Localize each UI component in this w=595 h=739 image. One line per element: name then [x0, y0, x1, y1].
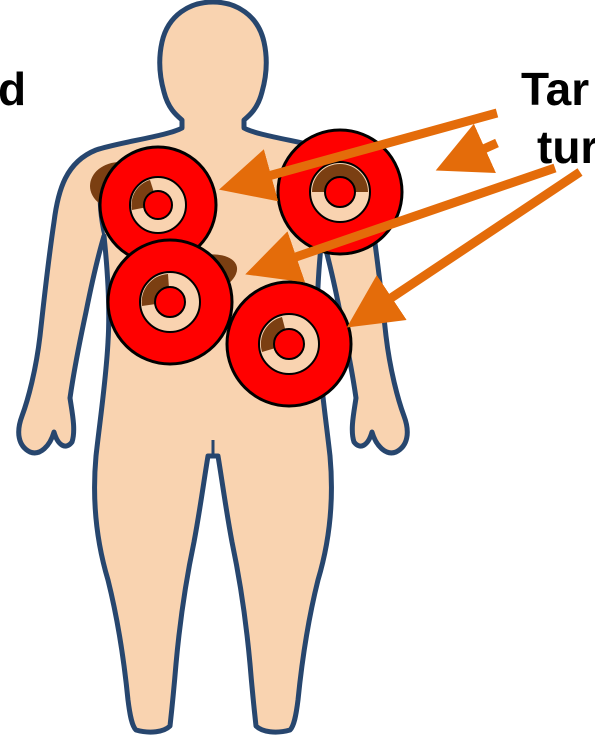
target-middle-left: [108, 240, 232, 364]
target-lower-center: [227, 282, 351, 406]
left-label-partial: d: [0, 66, 26, 112]
body-outline: [19, 2, 408, 732]
right-label-line-2: tur: [537, 124, 595, 170]
arrow-2: [448, 143, 497, 165]
human-body-figure: [19, 2, 408, 732]
right-label-line-1: Tar: [521, 66, 589, 112]
